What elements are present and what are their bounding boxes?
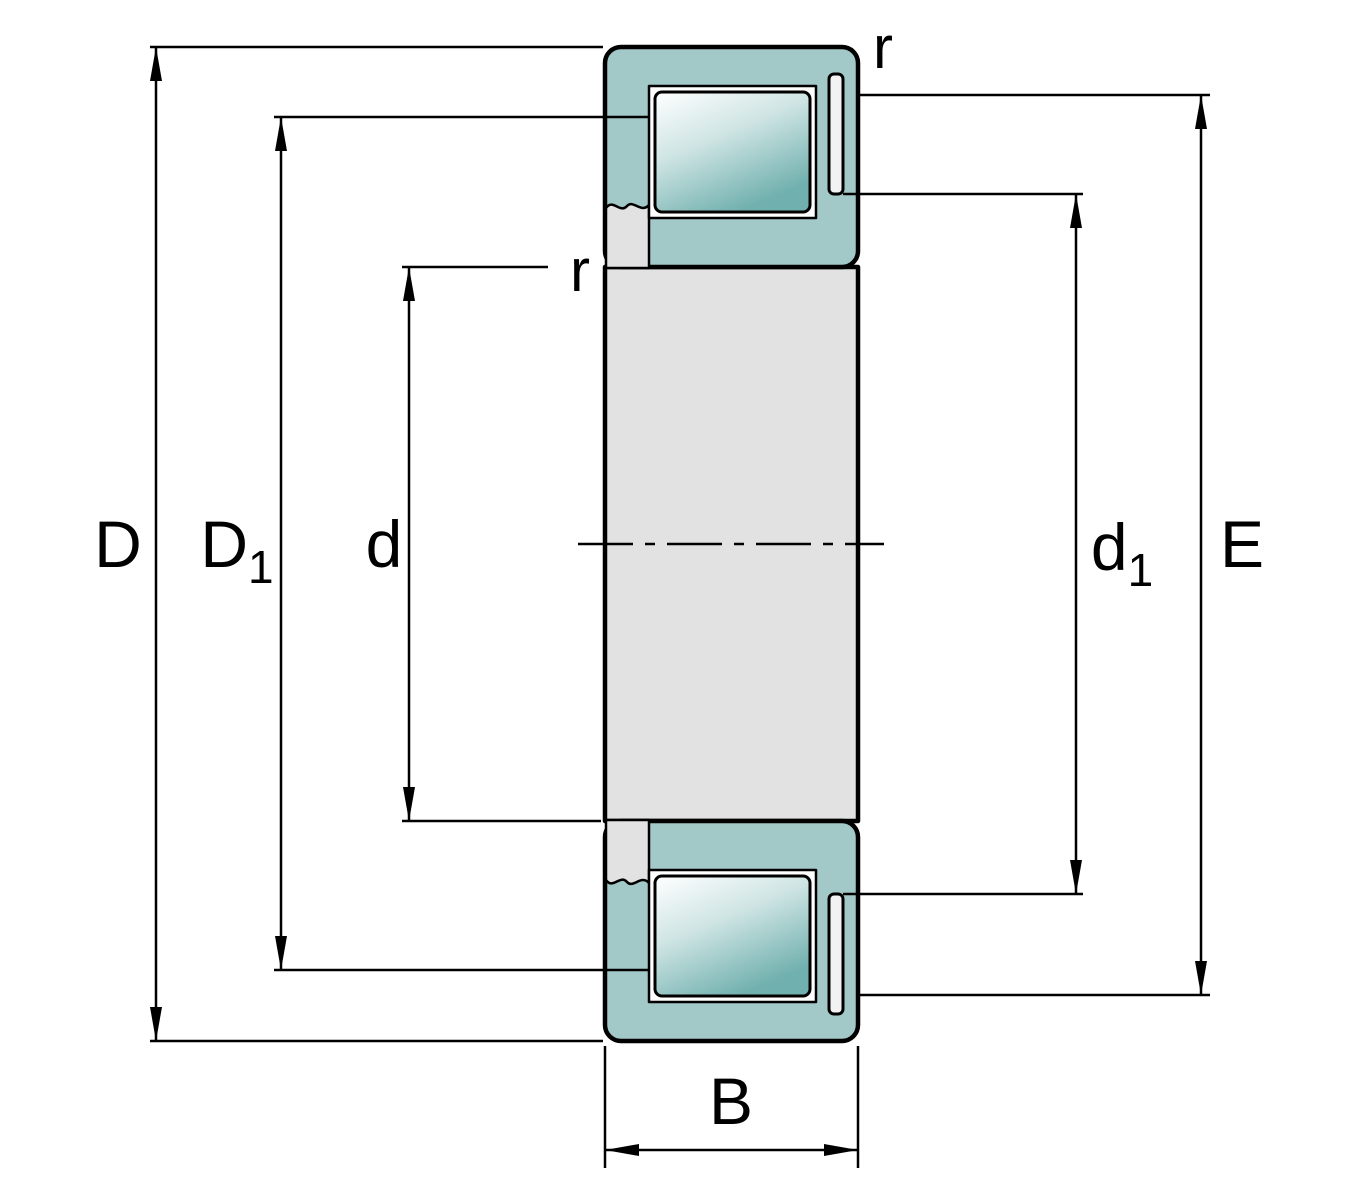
label-r-outer-ring: r xyxy=(873,14,893,81)
label-D1: D1 xyxy=(200,507,273,593)
label-E: E xyxy=(1220,507,1264,581)
label-r-inner-ring: r xyxy=(570,237,590,304)
inner-ring-rib-bottom xyxy=(827,892,845,1016)
roller-top xyxy=(653,90,812,214)
bearing-section xyxy=(578,44,884,1044)
label-d1: d1 xyxy=(1091,510,1153,596)
inner-ring-rib-top xyxy=(827,72,845,196)
dimension-B: B xyxy=(603,1046,860,1168)
label-B: B xyxy=(709,1064,753,1138)
dimension-D1: D1 xyxy=(200,115,648,972)
inner-ring-body xyxy=(602,264,861,824)
dimension-D: D xyxy=(94,45,603,1043)
label-D: D xyxy=(94,507,142,581)
dimension-E: E r xyxy=(858,14,1264,997)
section-break-wavy-bottom xyxy=(604,818,651,886)
label-d: d xyxy=(366,507,403,581)
roller-bottom xyxy=(653,874,812,998)
dimension-d: d r xyxy=(366,237,601,823)
dimension-d1: d1 xyxy=(843,192,1153,896)
section-break-wavy-top xyxy=(604,202,651,270)
